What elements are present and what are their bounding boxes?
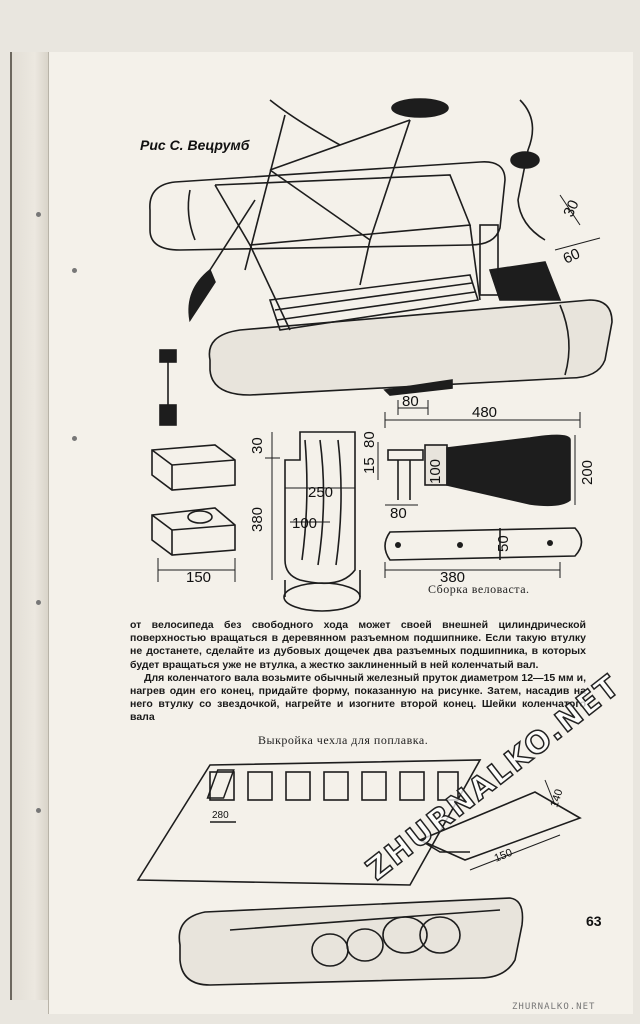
paddle-side-view: 80 480 bbox=[383, 379, 581, 428]
dim-pattern-280: 280 bbox=[212, 810, 229, 821]
dim-pattern-140: 140 bbox=[548, 788, 565, 809]
binding-hole bbox=[72, 436, 77, 441]
paddle-top-view: 15 80 100 200 80 bbox=[361, 431, 596, 522]
dim-handle-50: 50 bbox=[495, 535, 512, 552]
dim-paddle-100: 100 bbox=[427, 459, 444, 484]
dim-paddle-80-side: 80 bbox=[361, 431, 378, 448]
dim-paddle-200: 200 bbox=[579, 460, 596, 485]
document-page bbox=[48, 52, 633, 1014]
dim-crank-30: 30 bbox=[560, 197, 582, 219]
binding-hole bbox=[36, 600, 41, 605]
caption-cover-pattern: Выкройка чехла для поплавка. bbox=[258, 733, 429, 747]
crank-detail: 30 60 bbox=[510, 99, 601, 268]
binding-hole bbox=[36, 808, 41, 813]
caption-paddle-assembly: Сборка веловаста. bbox=[428, 582, 530, 596]
binding-hole bbox=[36, 212, 41, 217]
figure-credit: Рис С. Вецрумб bbox=[140, 137, 250, 153]
bearing-blocks: 150 bbox=[151, 444, 236, 586]
dim-plate-250: 250 bbox=[308, 484, 333, 501]
paragraph: Для коленчатого вала возьмите обычный же… bbox=[130, 671, 586, 724]
page-fold-margin bbox=[10, 52, 50, 1000]
binding-hole bbox=[72, 268, 77, 273]
wooden-plate: 30 250 380 100 bbox=[249, 431, 361, 612]
dim-handle-380: 380 bbox=[440, 569, 465, 586]
paragraph: от велосипеда без свободного хода может … bbox=[130, 619, 586, 671]
paddle-handle: 50 380 bbox=[384, 527, 583, 586]
site-mark: ZHURNALKO.NET bbox=[512, 1002, 596, 1012]
dim-paddle-80-top: 80 bbox=[402, 393, 419, 410]
dim-paddle-80-bottom: 80 bbox=[390, 505, 407, 522]
dim-crank-60: 60 bbox=[561, 245, 583, 267]
cover-pattern: 280 140 150 bbox=[136, 759, 582, 886]
article-body: от велосипеда без свободного хода может … bbox=[130, 619, 586, 725]
water-bicycle-drawing bbox=[149, 98, 613, 396]
filled-float bbox=[178, 897, 524, 986]
page-number: 63 bbox=[586, 913, 602, 929]
dim-plate-380: 380 bbox=[249, 507, 266, 532]
dim-paddle-480: 480 bbox=[472, 404, 497, 421]
bolt-detail bbox=[159, 349, 177, 426]
dim-bearing-150: 150 bbox=[186, 569, 211, 586]
dim-paddle-15: 15 bbox=[361, 457, 378, 474]
dim-plate-100: 100 bbox=[292, 515, 317, 532]
dim-plate-30: 30 bbox=[249, 437, 266, 454]
